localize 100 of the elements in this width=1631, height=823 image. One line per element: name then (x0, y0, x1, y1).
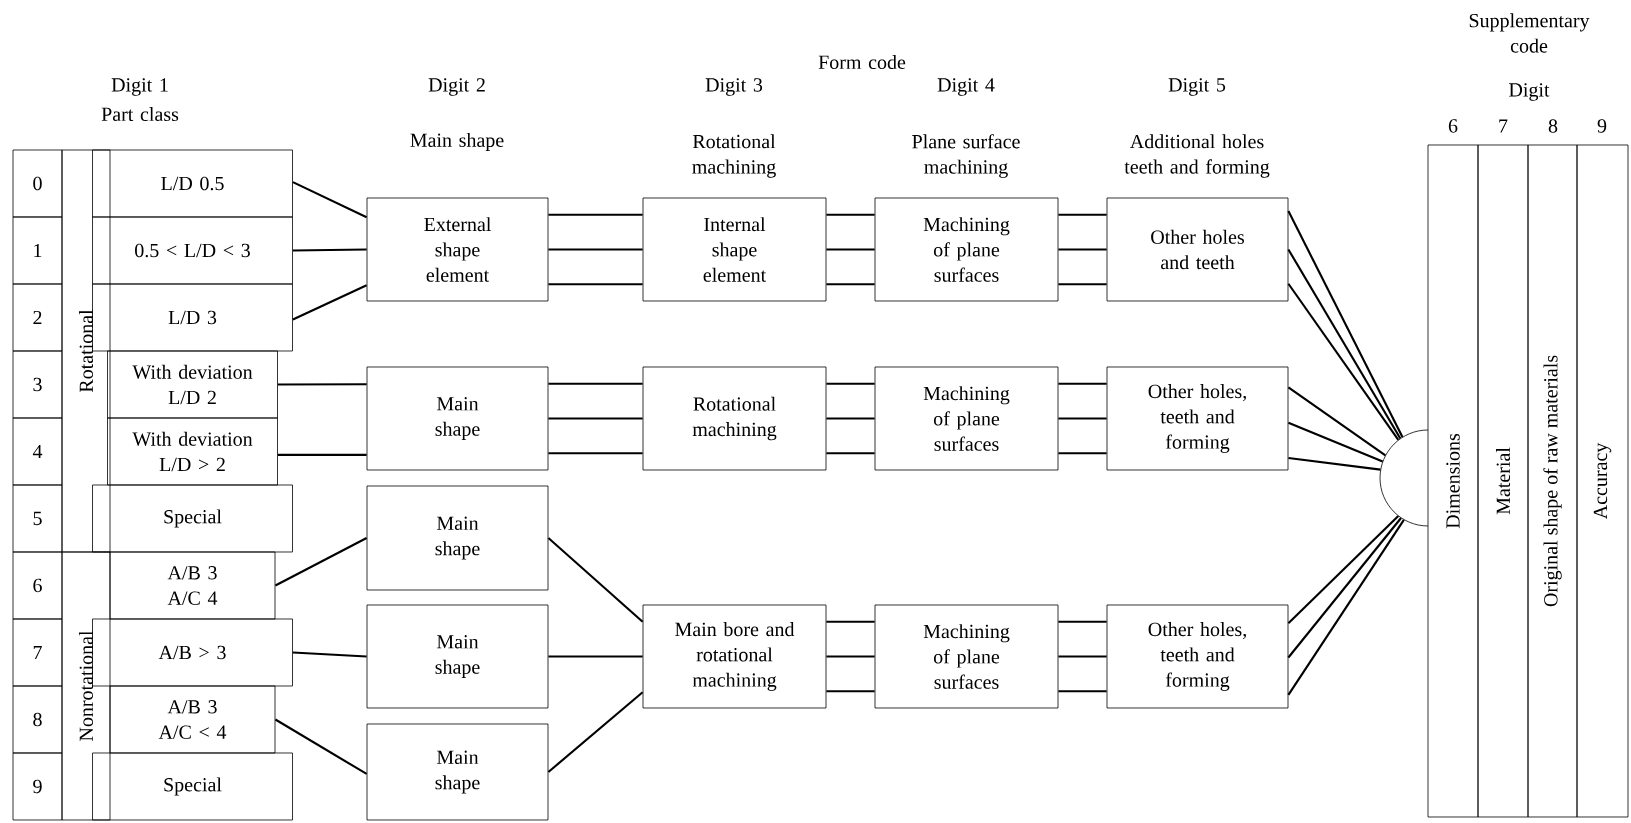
connector-line (826, 620, 875, 623)
table-cell: 6 (12, 551, 63, 620)
connector-line (1287, 283, 1400, 441)
table-cell: Special (92, 752, 293, 821)
process-box: Internal shape element (642, 197, 827, 302)
process-box: Machining of plane surfaces (874, 604, 1059, 709)
process-box: External shape element (366, 197, 549, 302)
connector-line (826, 452, 875, 455)
connector-line (548, 213, 643, 216)
column-heading: Rotational machining (692, 134, 776, 178)
connector-line (826, 283, 875, 286)
column-heading: Digit 2 (428, 78, 485, 96)
process-box: Main bore and rotational machining (642, 604, 827, 709)
table-cell: A/B 3 A/C 4 (109, 551, 276, 620)
table-cell: 1 (12, 216, 63, 285)
connector-line (1058, 655, 1107, 658)
process-box: Main shape (366, 485, 549, 591)
table-cell: L/D 3 (92, 283, 293, 352)
connector-line (292, 284, 368, 321)
connector-line (1288, 421, 1384, 463)
connector-line (1287, 517, 1402, 659)
column-heading: Main shape (410, 132, 504, 152)
table-cell: With deviation L/D 2 (107, 350, 278, 419)
connector-line (1058, 283, 1107, 286)
connector-line (1058, 452, 1107, 455)
connector-line (274, 537, 368, 587)
connector-line (292, 651, 367, 658)
connector-line (1058, 382, 1107, 385)
connector-line (1287, 386, 1386, 457)
process-box: Other holes, teeth and forming (1106, 366, 1289, 471)
process-box: Main shape (366, 723, 549, 821)
table-cell: 9 (12, 752, 63, 821)
connector-line (826, 213, 875, 216)
column-cell: Accuracy (1576, 144, 1629, 818)
process-box: Rotational machining (642, 366, 827, 471)
table-cell: 3 (12, 350, 63, 419)
table-cell: 8 (12, 685, 63, 754)
table-cell: 7 (12, 618, 63, 687)
process-box: Other holes and teeth (1106, 197, 1289, 302)
process-box: Main shape (366, 366, 549, 471)
digit-number: 9 (1597, 119, 1607, 133)
digit-number: 8 (1548, 119, 1558, 133)
process-box: Other holes, teeth and forming (1106, 604, 1289, 709)
connector-line (548, 283, 643, 286)
column-heading: Digit (1509, 83, 1550, 101)
column-cell: Dimensions (1427, 144, 1479, 818)
column-heading: Digit 4 (937, 78, 995, 96)
section-heading: Form code (818, 54, 906, 69)
connector-line (1287, 519, 1405, 696)
connector-line (1288, 456, 1381, 471)
connector-line (826, 382, 875, 385)
process-box: Machining of plane surfaces (874, 366, 1059, 471)
process-box: Main shape (366, 604, 549, 709)
connector-line (548, 655, 643, 658)
connector-line (277, 453, 367, 456)
table-cell: 0 (12, 149, 63, 218)
column-cell: Material (1477, 144, 1529, 818)
connector-line (826, 248, 875, 251)
table-cell: 2 (12, 283, 63, 352)
class-cell: Nonrotational (61, 551, 111, 821)
column-heading: Part class (101, 106, 179, 121)
connector-line (1058, 248, 1107, 251)
connector-line (547, 537, 644, 623)
table-cell: 5 (12, 484, 63, 553)
connector-line (1058, 620, 1107, 623)
table-cell: With deviation L/D > 2 (107, 417, 278, 486)
connector-line (548, 248, 643, 251)
table-cell: Special (92, 484, 293, 553)
table-cell: 4 (12, 417, 63, 486)
connector-line (1058, 213, 1107, 216)
connector-line (1058, 417, 1107, 420)
section-heading: Supplementary code (1469, 13, 1590, 53)
column-cell: Original shape of raw materials (1527, 144, 1578, 818)
column-heading: Plane surface machining (912, 134, 1020, 178)
connector-line (548, 417, 643, 420)
table-cell: A/B 3 A/C < 4 (109, 685, 276, 754)
connector-line (292, 181, 368, 219)
column-heading: Additional holes teeth and forming (1124, 134, 1270, 178)
connector-line (548, 452, 643, 455)
connector-line (274, 718, 368, 775)
junction-semicircle (1379, 429, 1429, 527)
table-cell: A/B > 3 (92, 618, 293, 687)
class-cell: Rotational (61, 149, 111, 553)
connector-line (1287, 515, 1400, 625)
connector-line (292, 248, 367, 252)
column-heading: Digit 3 (705, 78, 763, 96)
table-cell: 0.5 < L/D < 3 (92, 216, 293, 285)
connector-line (277, 383, 367, 386)
connector-line (826, 417, 875, 420)
connector-line (826, 690, 875, 693)
connector-line (547, 691, 644, 773)
connector-line (1287, 210, 1404, 438)
connector-line (1287, 248, 1402, 439)
connector-line (548, 382, 643, 385)
digit-number: 6 (1448, 119, 1458, 133)
column-heading: Digit 1 (111, 78, 168, 96)
connector-line (1058, 690, 1107, 693)
table-cell: L/D 0.5 (92, 149, 293, 218)
digit-number: 7 (1499, 119, 1508, 133)
connector-line (826, 655, 875, 658)
